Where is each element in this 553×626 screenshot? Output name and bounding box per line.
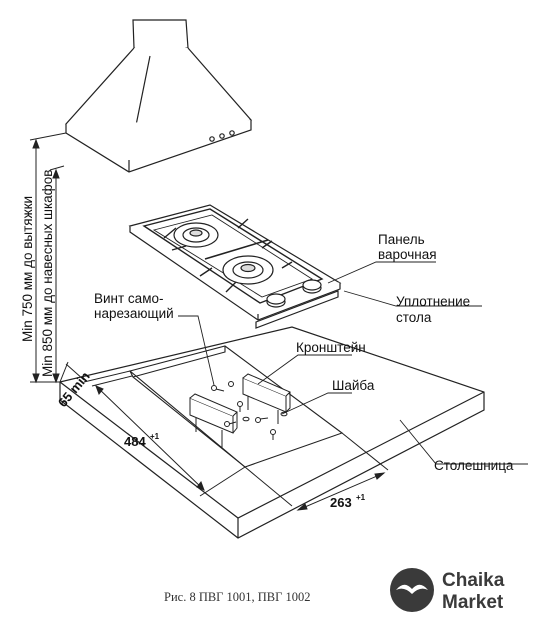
cutout-length-tolerance: +1	[150, 432, 160, 441]
bracket-label: Кронштейн	[296, 340, 366, 355]
range-hood	[65, 19, 253, 173]
figure-caption: Рис. 8 ПВГ 1001, ПВГ 1002	[164, 590, 311, 604]
seal-label-1: Уплотнение	[396, 294, 470, 309]
cutout-dimension-lines	[59, 361, 389, 511]
cabinet-clearance-label: Min 850 мм до навесных шкафов	[40, 170, 55, 377]
brand-name-line1: Chaika	[442, 570, 505, 591]
countertop-cutout	[128, 345, 344, 468]
screw-label-1: Винт само-	[94, 291, 163, 306]
clearance-dimension-lines	[29, 132, 67, 384]
cutout-length-value: 484	[124, 434, 146, 449]
cutout-width-tolerance: +1	[356, 493, 366, 502]
seagull-logo-icon	[390, 568, 434, 612]
leader-lines	[178, 261, 528, 465]
brand-logo: Chaika Market	[364, 560, 553, 626]
screw-label-2: нарезающий	[94, 306, 174, 321]
countertop-label: Столешница	[434, 458, 514, 473]
gas-hob	[128, 204, 342, 329]
hob-label-2: варочная	[378, 247, 437, 262]
hob-label-1: Панель	[378, 232, 425, 247]
hood-clearance-label: Min 750 мм до вытяжки	[20, 196, 35, 342]
cutout-width-dimension: 263 +1	[330, 493, 366, 510]
cutout-width-value: 263	[330, 495, 352, 510]
cutout-length-dimension: 484 +1	[124, 432, 160, 449]
screws-and-washers	[211, 381, 288, 440]
mounting-brackets	[189, 373, 291, 448]
seal-label-2: стола	[396, 310, 432, 325]
brand-name-line2: Market	[442, 592, 504, 613]
washer-label: Шайба	[332, 378, 375, 393]
